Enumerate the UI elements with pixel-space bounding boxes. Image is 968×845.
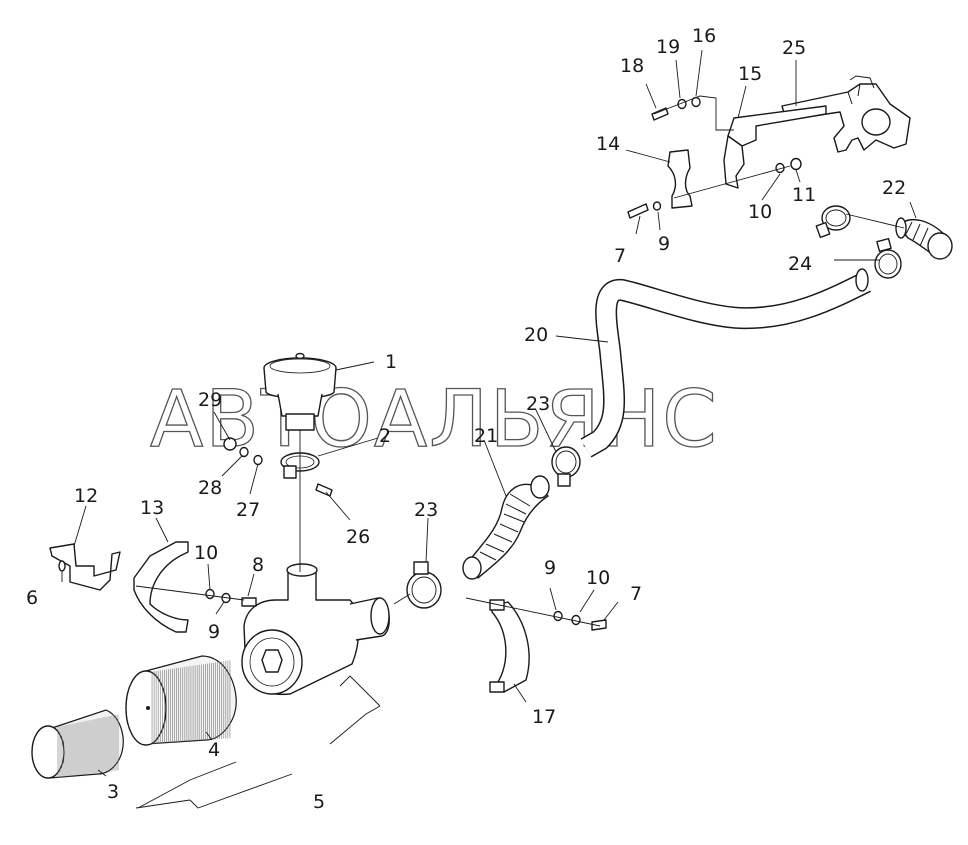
callout-28: 28 [198, 477, 222, 499]
callout-1: 1 [385, 351, 397, 373]
callout-17: 17 [532, 706, 556, 728]
callout-12: 12 [74, 485, 98, 507]
callout-22: 22 [882, 177, 906, 199]
callout-labels: 1 2 3 4 5 6 7 7 8 9 9 9 10 10 10 11 12 1… [26, 25, 906, 813]
part-3-safety-filter [31, 709, 124, 779]
callout-21: 21 [474, 425, 498, 447]
part-5-filter-housing [241, 563, 390, 696]
callout-4: 4 [208, 739, 220, 761]
callout-6: 6 [26, 587, 38, 609]
callout-5: 5 [313, 791, 325, 813]
callout-19: 19 [656, 36, 680, 58]
callout-27: 27 [236, 499, 260, 521]
callout-9-upper: 9 [658, 233, 670, 255]
part-21-flex-hose [462, 475, 550, 580]
part-3-filter-pleats [57, 714, 119, 778]
callout-2: 2 [379, 425, 391, 447]
hardware-upper-right [627, 96, 802, 219]
callout-13: 13 [140, 497, 164, 519]
hardware-lower-right [553, 610, 607, 631]
callout-15: 15 [738, 63, 762, 85]
callout-14: 14 [596, 133, 620, 155]
callout-8: 8 [252, 554, 264, 576]
callout-23-upper: 23 [526, 393, 550, 415]
callout-10-lower: 10 [586, 567, 610, 589]
callout-16: 16 [692, 25, 716, 47]
part-1-precleaner-cap [263, 352, 337, 431]
callout-10-left: 10 [194, 542, 218, 564]
callout-9-left: 9 [208, 621, 220, 643]
callout-10-upper: 10 [748, 201, 772, 223]
callout-7-lower: 7 [630, 583, 642, 605]
callout-7-upper: 7 [614, 245, 626, 267]
watermark-text: АВТОАЛЬЯНС [150, 375, 719, 465]
callout-26: 26 [346, 526, 370, 548]
part-24-hose-clamp-lower [874, 237, 902, 279]
callout-18: 18 [620, 55, 644, 77]
callout-11: 11 [792, 184, 816, 206]
hardware-left-of-clamp [223, 437, 333, 497]
part-23-hose-clamp-upper [551, 446, 581, 487]
leader-lines [61, 49, 917, 809]
callout-23-lower: 23 [414, 499, 438, 521]
part-14-clamp-half [667, 149, 693, 209]
part-17-band-clamp [489, 599, 530, 693]
callout-9-lower: 9 [544, 557, 556, 579]
hardware-left-bracket [205, 588, 257, 607]
callout-29: 29 [198, 389, 222, 411]
callout-25: 25 [782, 37, 806, 59]
part-24-hose-clamp-upper [815, 205, 851, 239]
part-22-rubber-elbow [895, 217, 953, 260]
part-12-bracket [49, 543, 121, 591]
callout-20: 20 [524, 324, 548, 346]
part-20-intake-pipe [580, 268, 871, 458]
callout-24: 24 [788, 253, 812, 275]
part-13-bracket [133, 541, 189, 633]
part-23-hose-clamp-lower [406, 561, 442, 609]
part-4-filter-pleats [151, 660, 231, 744]
part-15-strap-bracket [723, 105, 827, 189]
callout-3: 3 [107, 781, 119, 803]
